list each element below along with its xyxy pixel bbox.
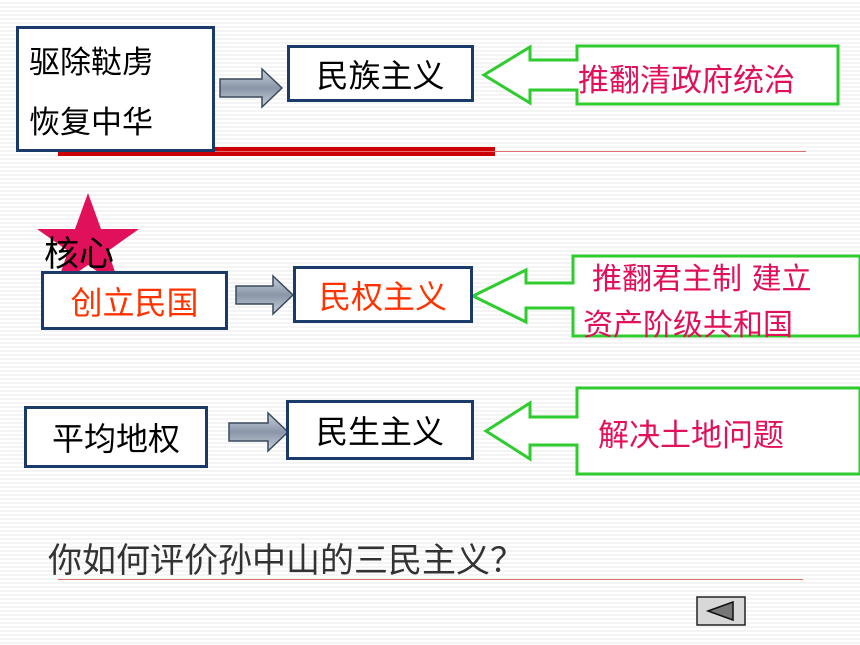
box-quchu-dalu: 驱除鞑虏 恢复中华 [16,26,215,152]
back-button-frame [696,596,746,626]
question-text: 你如何评价孙中山的三民主义？ [48,541,524,581]
row2-middle-label: 民权主义 [318,277,447,316]
box-minzu-zhuyi: 民族主义 [287,45,474,102]
row2-right-line1: 推翻君主制 建立 [592,262,812,297]
thin-divider-top [58,151,806,152]
row3-middle-label: 民生主义 [315,413,444,451]
row1-right-text: 推翻清政府统治 [578,63,795,99]
box-minquan-zhuyi: 民权主义 [293,266,473,323]
arrow-right-icon [219,67,284,109]
green-arrow-callout [483,386,860,476]
row2-left-label: 创立民国 [70,283,199,322]
arrow-right-icon [235,274,295,316]
back-button[interactable] [697,597,745,625]
row3-right-text: 解决土地问题 [598,418,784,454]
box-pingjun-diquan: 平均地权 [24,406,208,468]
box-chuangli-minguo: 创立民国 [41,271,228,330]
row2-right-line2: 资产阶级共和国 [583,308,793,343]
green-arrow-callout [469,254,860,338]
triangle-left-icon [705,600,734,622]
row1-left-line1: 驱除鞑虏 [29,44,153,81]
green-arrow-callout [481,44,840,106]
row3-left-label: 平均地权 [51,420,180,458]
star-label: 核心 [44,235,115,275]
thin-divider-bottom [58,579,803,580]
box-minsheng-zhuyi: 民生主义 [286,400,474,460]
row1-middle-label: 民族主义 [316,56,445,95]
row1-left-line2: 恢复中华 [29,104,153,141]
star-icon [37,193,139,287]
arrow-right-icon [228,411,290,453]
